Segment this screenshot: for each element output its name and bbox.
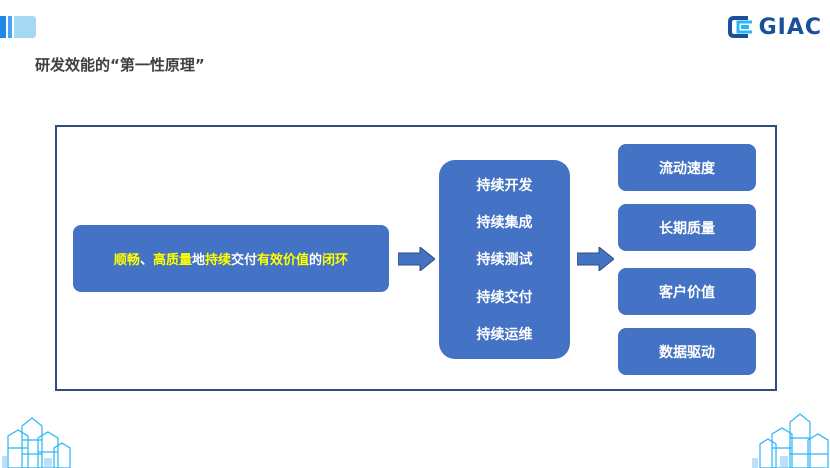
loop-segment: 的 (309, 253, 323, 268)
outcome-box-long-term-quality: 长期质量 (618, 204, 756, 251)
corner-accent (0, 16, 36, 38)
outcome-box-flow-speed: 流动速度 (618, 144, 756, 191)
arrow-right-icon (577, 247, 614, 271)
arrow-right-icon (398, 247, 435, 271)
practice-item: 持续运维 (476, 327, 533, 344)
practice-item: 持续测试 (476, 252, 533, 269)
loop-segment: 、 (139, 253, 153, 268)
value-loop-box: 顺畅、高质量地持续交付有效价值的闭环 (73, 225, 389, 292)
loop-segment: 地 (191, 253, 205, 268)
logo-text: GIAC (758, 14, 822, 40)
loop-segment: 持续 (204, 253, 231, 268)
loop-segment: 有效价值 (257, 253, 310, 268)
giac-logo: GIAC (726, 12, 822, 42)
city-skyline-icon (752, 413, 829, 468)
practice-item: 持续开发 (476, 177, 533, 194)
page-title: 研发效能的“第一性原理” (35, 56, 205, 74)
practice-item: 持续交付 (476, 289, 533, 306)
loop-segment: 闭环 (322, 253, 349, 268)
loop-segment: 高质量 (152, 253, 192, 268)
continuous-practices-box: 持续开发 持续集成 持续测试 持续交付 持续运维 (439, 160, 570, 359)
loop-segment: 交付 (231, 253, 258, 268)
loop-segment: 顺畅 (113, 253, 140, 268)
diagram-frame (55, 125, 777, 391)
practice-item: 持续集成 (476, 215, 533, 232)
giac-logo-icon (727, 16, 752, 38)
outcome-box-customer-value: 客户价值 (618, 268, 756, 315)
city-skyline-icon (2, 417, 71, 468)
outcome-box-data-driven: 数据驱动 (618, 328, 756, 375)
